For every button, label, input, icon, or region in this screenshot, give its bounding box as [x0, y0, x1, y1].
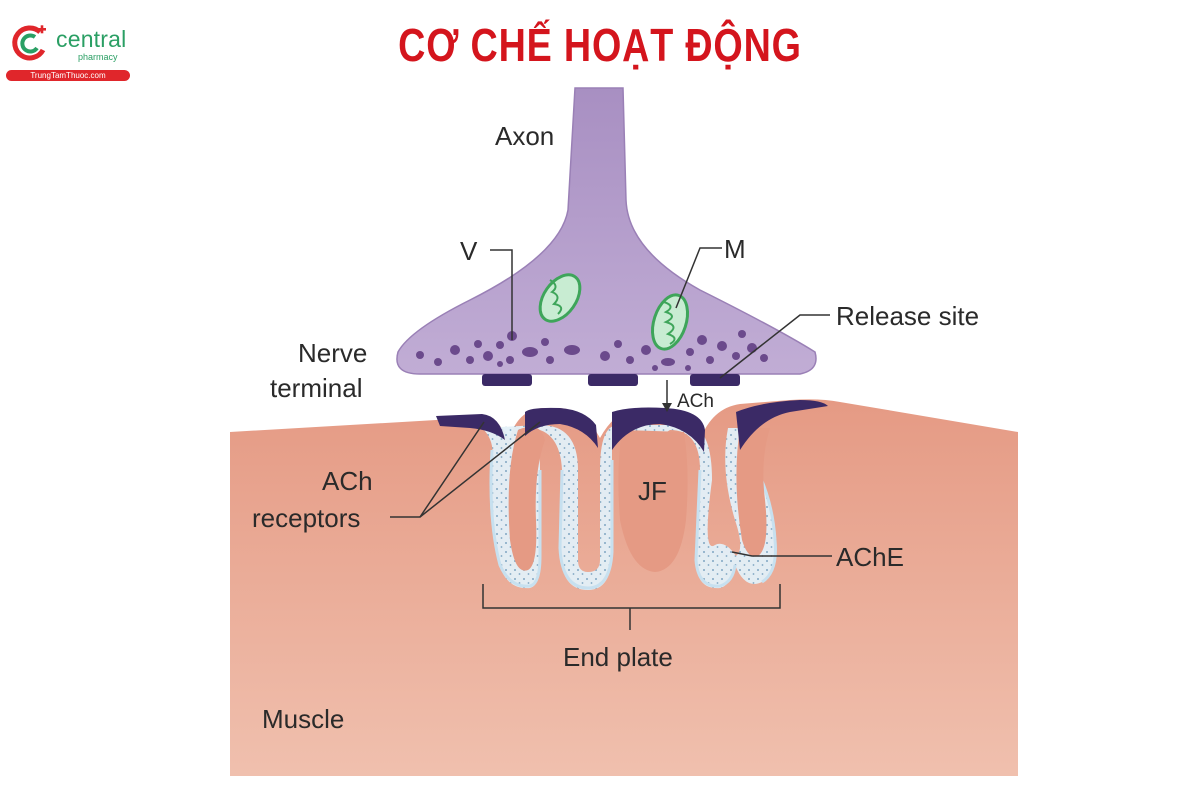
- ach-receptor-cap-2: [525, 407, 598, 448]
- page-title: CƠ CHẾ HOẠT ĐỘNG: [398, 19, 802, 71]
- label-ach-receptors-1: ACh: [322, 466, 373, 496]
- logo-mark-icon: [12, 25, 46, 61]
- junctional-folds: [482, 425, 776, 590]
- label-mitochondrion: M: [724, 234, 746, 264]
- label-axon: Axon: [495, 121, 554, 151]
- synaptic-vesicles: [416, 330, 768, 371]
- muscle-crest-2: [618, 430, 688, 572]
- logo-site: TrungTamThuoc.com: [6, 70, 130, 81]
- label-ach-receptors-2: receptors: [252, 503, 360, 533]
- muscle-tissue: [230, 399, 1018, 776]
- ach-arrow-icon: [662, 403, 672, 412]
- label-terminal: terminal: [270, 373, 362, 403]
- muscle-crest-1: [508, 426, 545, 571]
- release-site-3: [690, 374, 740, 386]
- label-muscle: Muscle: [262, 704, 344, 734]
- muscle-crest-3: [736, 428, 770, 557]
- label-release-site: Release site: [836, 301, 979, 331]
- mitochondrion-2: [650, 293, 690, 351]
- logo-brand: central: [56, 26, 127, 52]
- label-nerve: Nerve: [298, 338, 367, 368]
- ach-receptor-cap-3: [612, 407, 705, 452]
- logo-sub: pharmacy: [78, 52, 118, 62]
- mitochondrion-1: [538, 273, 582, 323]
- ach-receptor-cap-4: [736, 400, 828, 450]
- release-site-1: [482, 374, 532, 386]
- label-ach: ACh: [677, 391, 714, 412]
- ach-receptor-cap-1: [436, 414, 505, 440]
- label-vesicle: V: [460, 236, 478, 266]
- label-ache: AChE: [836, 542, 904, 572]
- release-site-2: [588, 374, 638, 386]
- central-pharmacy-logo[interactable]: central pharmacy TrungTamThuoc.com: [6, 22, 130, 84]
- label-junctional-fold: JF: [638, 476, 667, 506]
- label-end-plate: End plate: [563, 642, 673, 672]
- nerve-terminal: [396, 87, 817, 375]
